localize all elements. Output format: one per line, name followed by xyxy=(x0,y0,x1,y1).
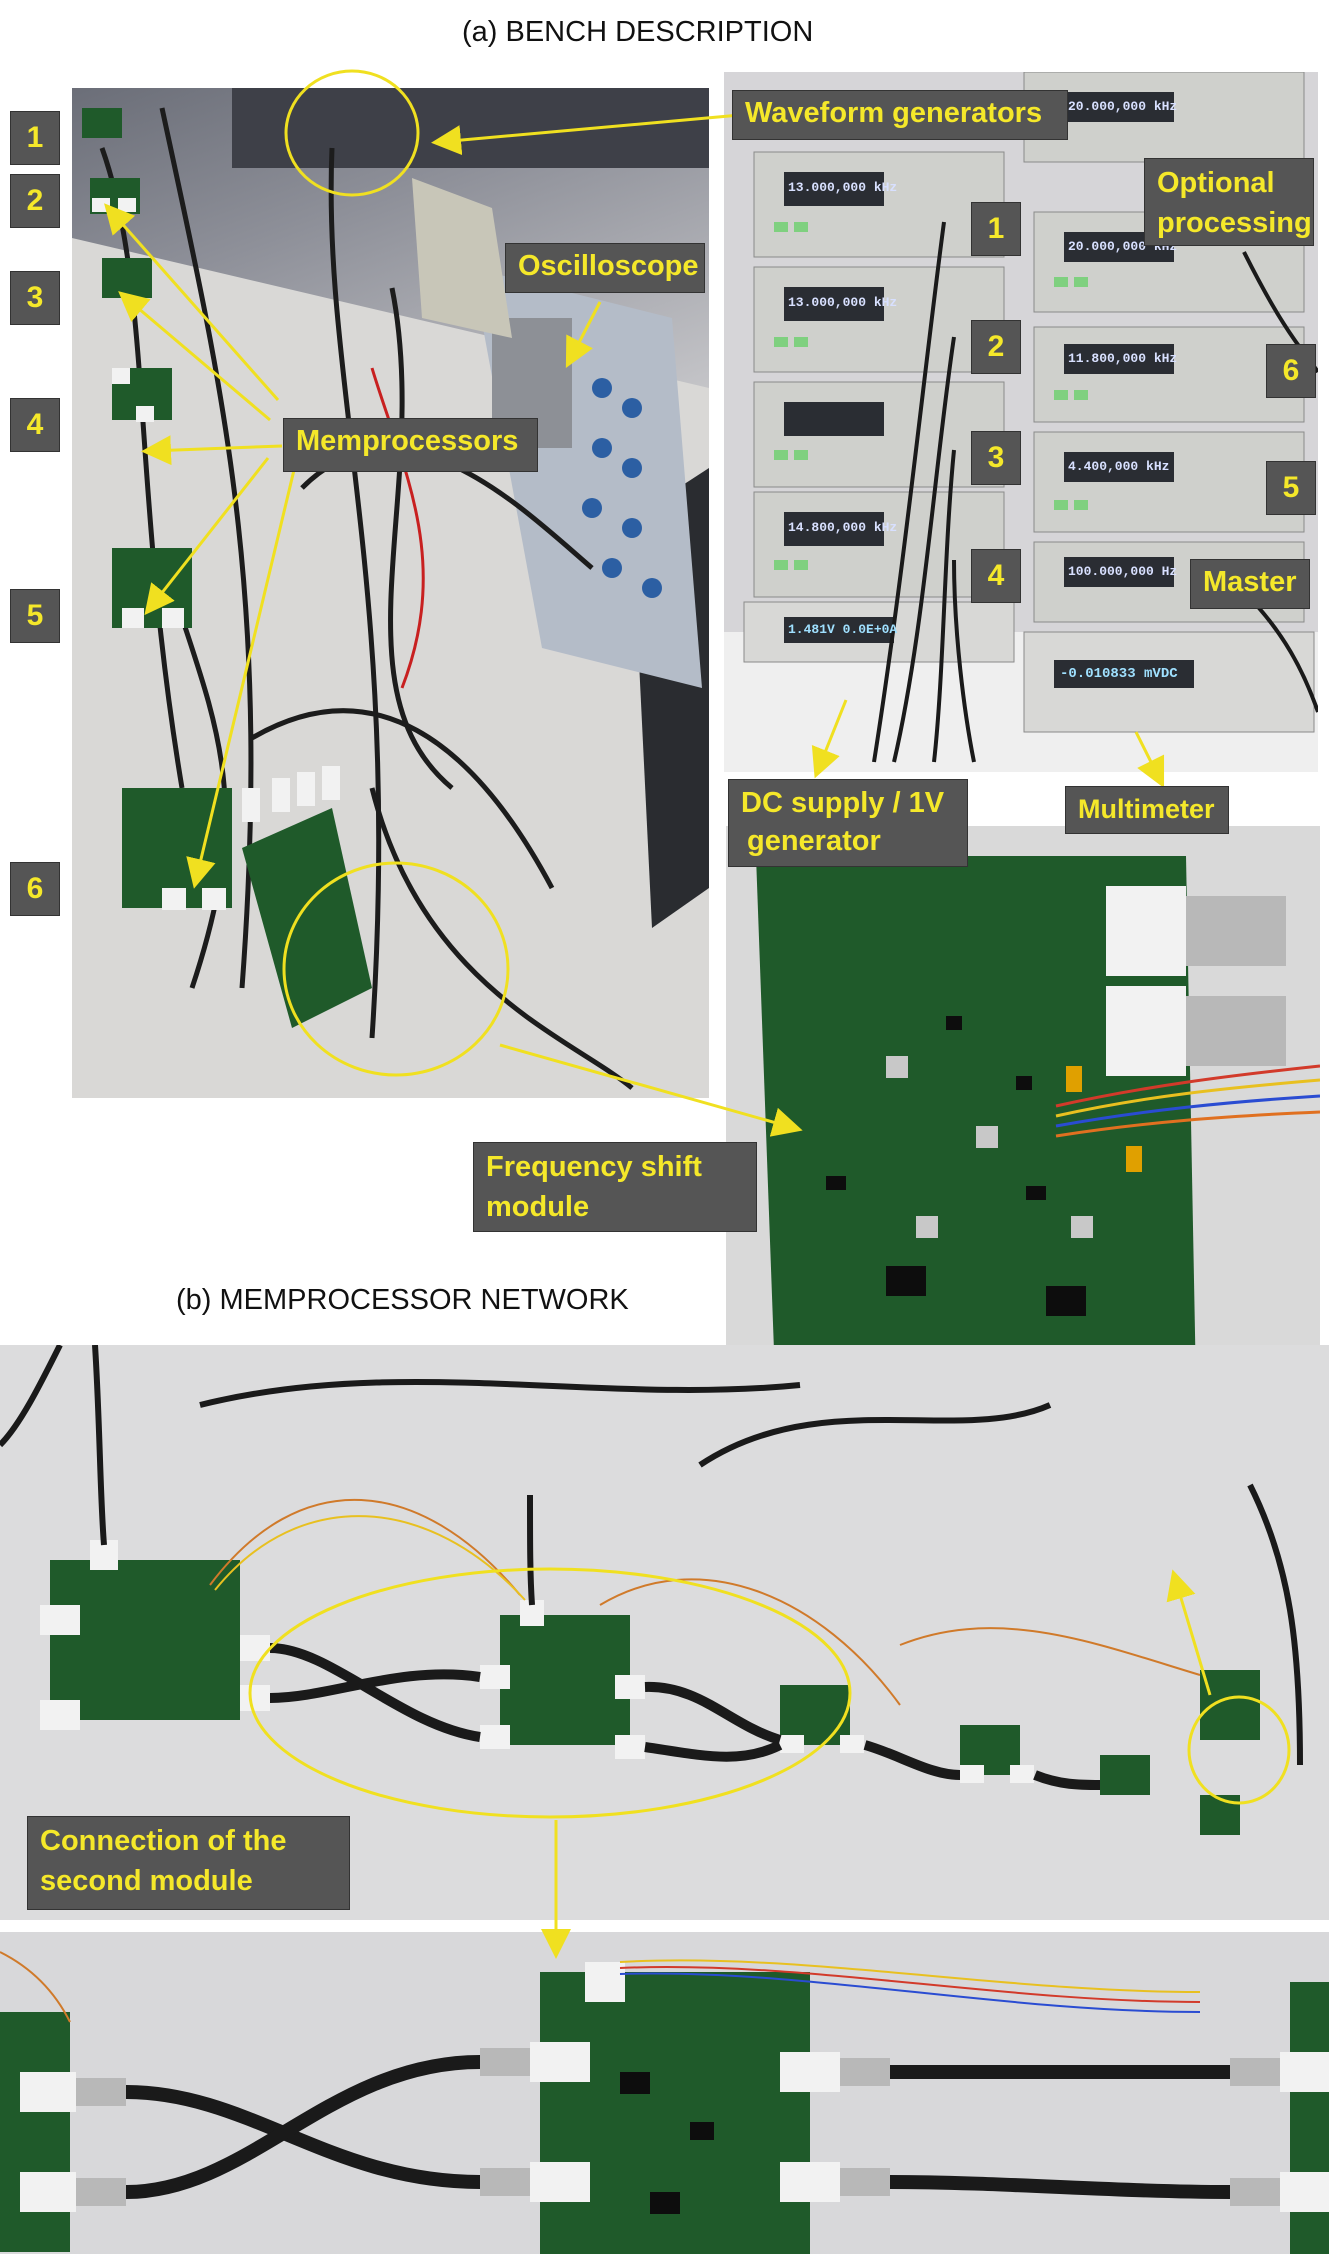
gen-top-readout: 20.000,000 kHz xyxy=(1068,99,1178,114)
memprocessor-network-photo xyxy=(0,1345,1329,1920)
label-dc-supply: DC supply / 1V generator xyxy=(728,779,968,867)
second-module-connection-photo xyxy=(0,1932,1329,2254)
board-number-6: 6 xyxy=(10,862,60,916)
waveform-generators-photo: 13.000,000 kHz 13.000,000 kHz 14.800,000… xyxy=(724,72,1318,772)
caption-memprocessor-network: (b) MEMPROCESSOR NETWORK xyxy=(176,1284,629,1316)
label-frequency-shift-line1: Frequency shift xyxy=(486,1151,702,1183)
memprocessor-arrow-4 xyxy=(141,435,283,466)
module-to-closeup-arrow xyxy=(499,1043,803,1137)
multimeter-arrow xyxy=(1134,731,1165,789)
label-memprocessors: Memprocessors xyxy=(283,418,538,472)
label-frequency-shift-module: Frequency shift module xyxy=(473,1142,757,1232)
label-dc-supply-line2: generator xyxy=(747,825,881,857)
label-frequency-shift-line2: module xyxy=(486,1191,590,1223)
gen4-readout: 14.800,000 kHz xyxy=(788,520,898,535)
gen5-readout: 4.400,000 kHz xyxy=(1068,459,1170,474)
waveform-arrow xyxy=(431,113,741,156)
label-connection-line1: Connection of the xyxy=(40,1825,287,1857)
generator-number-2: 2 xyxy=(971,320,1021,374)
caption-bench-description: (a) BENCH DESCRIPTION xyxy=(462,16,814,48)
dc-supply-arrow xyxy=(811,699,848,779)
dc-supply-readout: 1.481V 0.0E+0A xyxy=(788,622,898,637)
label-master: Master xyxy=(1190,559,1310,609)
network-highlight-ellipse xyxy=(248,1567,852,1819)
memprocessor-arrow-5 xyxy=(144,457,270,616)
board-number-3: 3 xyxy=(10,271,60,325)
label-connection-second-module: Connection of the second module xyxy=(27,1816,350,1910)
generator-number-4: 4 xyxy=(971,549,1021,603)
label-optional-processing-line1: Optional xyxy=(1157,167,1275,199)
label-connection-line2: second module xyxy=(40,1865,253,1897)
waveform-highlight-ellipse xyxy=(284,69,420,197)
master-readout: 100.000,000 Hz xyxy=(1068,564,1178,579)
label-optional-processing: Optional processing xyxy=(1144,158,1314,246)
memprocessor-arrow-2 xyxy=(104,203,280,401)
multimeter-readout: -0.010833 mVDC xyxy=(1060,666,1178,682)
generator-number-6: 6 xyxy=(1266,344,1316,398)
board-number-1: 1 xyxy=(10,111,60,165)
generator-number-3: 3 xyxy=(971,431,1021,485)
label-oscilloscope: Oscilloscope xyxy=(505,243,705,293)
small-module-highlight-ellipse xyxy=(1187,1695,1291,1805)
label-dc-supply-line1: DC supply / 1V xyxy=(741,787,945,819)
generator-number-5: 5 xyxy=(1266,461,1316,515)
module-highlight-ellipse xyxy=(282,861,510,1077)
board-number-2: 2 xyxy=(10,174,60,228)
gen2-readout: 13.000,000 kHz xyxy=(788,295,898,310)
gen6-readout: 11.800,000 kHz xyxy=(1068,351,1178,366)
small-module-arrow xyxy=(1166,1569,1212,1696)
generator-number-1: 1 xyxy=(971,202,1021,256)
board-number-4: 4 xyxy=(10,398,60,452)
label-multimeter: Multimeter xyxy=(1065,786,1229,834)
board-number-5: 5 xyxy=(10,589,60,643)
memprocessor-arrow-6 xyxy=(186,469,296,889)
oscilloscope-arrow xyxy=(565,301,602,368)
bench-overview-photo xyxy=(72,88,709,1098)
label-waveform-generators: Waveform generators xyxy=(732,90,1068,140)
gen1-readout: 13.000,000 kHz xyxy=(788,180,898,195)
memprocessor-arrow-3 xyxy=(118,291,271,422)
label-optional-processing-line2: processing xyxy=(1157,207,1312,239)
